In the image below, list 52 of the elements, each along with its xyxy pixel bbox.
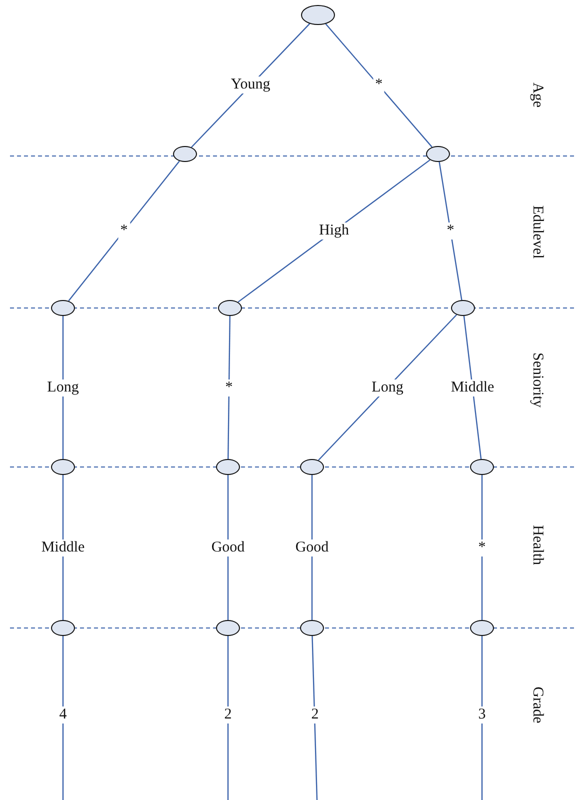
node-ellipse [470, 620, 494, 636]
node-ellipse [51, 300, 75, 316]
level-label: Age [528, 82, 546, 108]
connector-line [463, 316, 482, 460]
edge-label: Middle [448, 379, 496, 396]
connector-line [68, 160, 180, 302]
connector-line [228, 316, 230, 459]
edge-label: * [373, 76, 385, 94]
connector-line [481, 475, 483, 620]
edge-label: 2 [222, 706, 234, 724]
edge-label: Good [209, 539, 247, 556]
node-ellipse [451, 300, 475, 316]
edge-label: * [444, 222, 456, 240]
connector-line [227, 475, 229, 620]
edge-label: Long [45, 379, 81, 396]
connector-line [227, 636, 229, 800]
level-label: Seniority [528, 352, 546, 408]
edge-label: Young [228, 76, 272, 94]
node-ellipse [426, 146, 450, 162]
node-ellipse [218, 300, 242, 316]
node-ellipse [51, 620, 75, 636]
connector-line [238, 159, 430, 303]
edge-label: 3 [476, 706, 488, 724]
edge-label: Middle [39, 539, 87, 556]
level-label: Grade [528, 686, 546, 724]
connector-line [325, 24, 432, 148]
node-ellipse [173, 146, 197, 162]
connector-line [62, 316, 64, 459]
connector-line [438, 162, 462, 300]
node-ellipse [470, 459, 494, 475]
edge-label: * [118, 222, 130, 240]
node-ellipse [301, 5, 335, 25]
node-ellipse [300, 620, 324, 636]
edge-label: Long [370, 379, 406, 396]
node-ellipse [216, 459, 240, 475]
edge-label: Good [293, 539, 331, 556]
connector-line [312, 636, 318, 800]
connector-line [62, 475, 64, 620]
edge-label: 4 [57, 706, 69, 724]
edge-label: * [476, 539, 488, 556]
node-ellipse [216, 620, 240, 636]
level-label: Health [528, 525, 546, 565]
connector-line [318, 314, 458, 461]
node-ellipse [51, 459, 75, 475]
edge-label: High [317, 222, 351, 240]
connector-line [62, 636, 64, 800]
edge-label: 2 [309, 706, 321, 724]
connector-line [481, 636, 483, 800]
level-label: Edulevel [528, 205, 546, 259]
node-ellipse [300, 459, 324, 475]
edge-label: * [223, 379, 235, 396]
connector-line [311, 475, 313, 620]
